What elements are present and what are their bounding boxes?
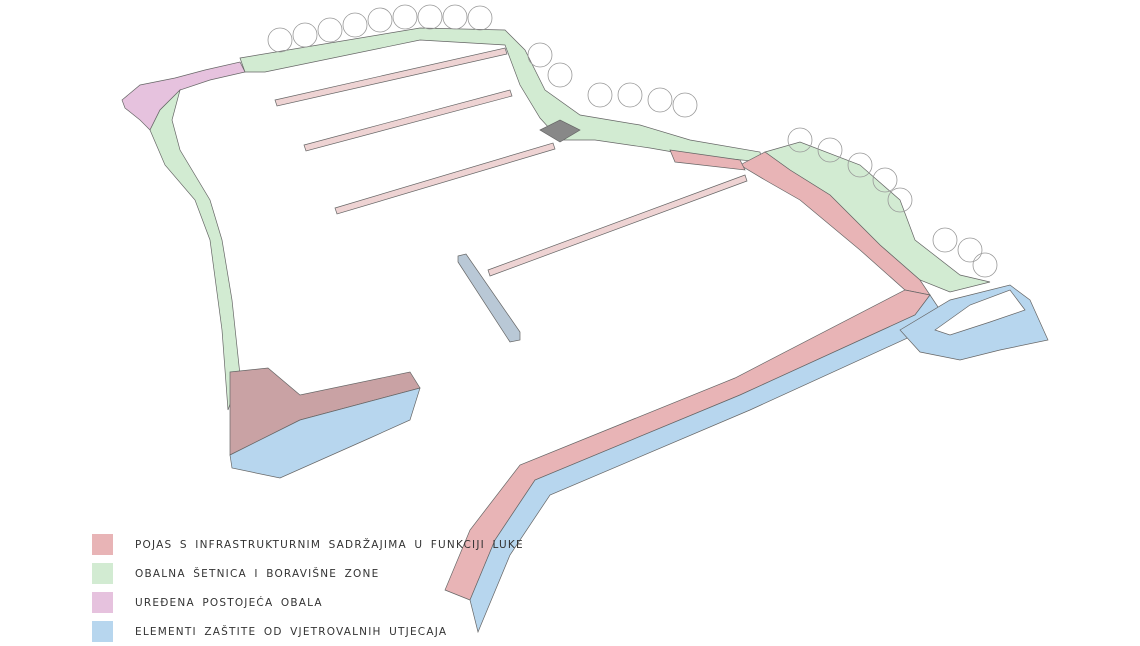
breakwater-head-surface [934,289,1026,336]
infrastructure-strip-right [739,151,931,296]
legend-label: UREĐENA POSTOJEĆA OBALA [135,596,323,609]
harbor-upper-strip [669,149,746,171]
legend: POJAS S INFRASTRUKTURNIM SADRŽAJIMA U FU… [92,530,524,646]
legend-item-promenade: OBALNA ŠETNICA I BORAVIŠNE ZONE [92,559,524,588]
legend-swatch-promenade [92,563,113,584]
pier-1 [274,47,508,107]
pier-4 [487,174,748,277]
legend-swatch-existing-shore [92,592,113,613]
legend-swatch-infrastructure [92,534,113,555]
legend-label: POJAS S INFRASTRUKTURNIM SADRŽAJIMA U FU… [135,538,524,551]
legend-swatch-wave-protection [92,621,113,642]
legend-label: OBALNA ŠETNICA I BORAVIŠNE ZONE [135,567,380,580]
left-breakwater-protection [229,387,421,479]
piers [274,47,748,277]
legend-item-existing-shore: UREĐENA POSTOJEĆA OBALA [92,588,524,617]
legend-item-wave-protection: ELEMENTI ZAŠTITE OD VJETROVALNIH UTJECAJ… [92,617,524,646]
existing-shore-zone [121,61,246,131]
legend-item-infrastructure: POJAS S INFRASTRUKTURNIM SADRŽAJIMA U FU… [92,530,524,559]
legend-label: ELEMENTI ZAŠTITE OD VJETROVALNIH UTJECAJ… [135,625,448,638]
pier-2 [303,89,513,152]
right-green-zone [764,141,991,293]
central-plaza [539,119,581,143]
left-shore-promenade [149,88,241,411]
pier-t-head [457,253,521,343]
trees [267,4,998,278]
pier-3 [334,142,556,215]
